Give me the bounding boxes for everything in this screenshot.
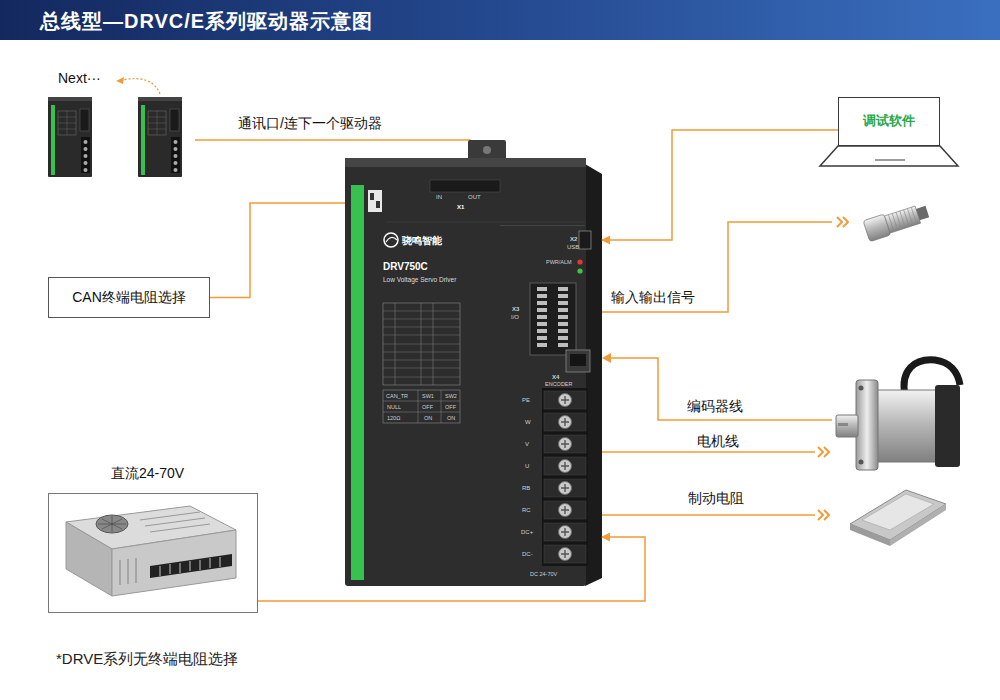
port-name: USB xyxy=(567,244,579,251)
title-bar xyxy=(0,0,1000,40)
servo-driver-drawing xyxy=(345,140,602,586)
footnote: *DRVE系列无终端电阻选择 xyxy=(56,651,238,668)
table-cell: ON xyxy=(447,415,455,421)
callout-text: 制动电阻 xyxy=(688,491,744,506)
port-name: X3 xyxy=(512,306,519,313)
next-driver xyxy=(138,97,182,177)
connector-line xyxy=(258,537,645,601)
laptop-touchpad xyxy=(875,160,905,161)
table-cell: OFF xyxy=(445,404,456,410)
laptop-base xyxy=(820,146,958,166)
callout-text: 输入输出信号 xyxy=(611,290,695,305)
port-name: ENCODER xyxy=(545,381,573,387)
brake-resistor xyxy=(850,490,946,546)
terminal-name: V xyxy=(525,441,529,448)
next-text: Next··· xyxy=(58,71,101,86)
software-screen: 调试软件 xyxy=(838,97,940,146)
connector-line xyxy=(602,130,838,240)
port-name: OUT xyxy=(468,194,481,201)
port-name: X4 xyxy=(552,374,559,381)
node-text: 调试软件 xyxy=(863,114,915,129)
port-name: IN xyxy=(436,194,442,201)
next-arrow-head xyxy=(116,77,124,84)
callout-text: 编码器线 xyxy=(687,399,743,414)
voltage-rating: DC 24-70V xyxy=(530,571,557,577)
brand-name: 骁鸣智能 xyxy=(402,235,442,246)
table-cell: 120Ω xyxy=(387,415,400,421)
port-name: X2 xyxy=(570,236,577,243)
terminal-name: RB xyxy=(522,485,530,492)
leader-lines xyxy=(602,217,848,520)
table-cell: SW1 xyxy=(422,393,434,399)
table-cell: CAN_TR xyxy=(386,393,408,399)
port-name: I/O xyxy=(511,314,519,321)
port-name: X1 xyxy=(457,204,464,211)
callout-text: 通讯口/连下一个驱动器 xyxy=(238,116,382,131)
node-text: Low Voltage Servo Driver xyxy=(383,276,456,283)
terminal-name: W xyxy=(525,419,531,426)
terminal-name: DC- xyxy=(522,551,533,558)
table-cell: ON xyxy=(424,415,432,421)
table-cell: NULL xyxy=(387,404,401,410)
callout-text: 电机线 xyxy=(697,434,739,449)
proximity-sensor xyxy=(863,201,931,242)
terminal-name: PE xyxy=(522,397,530,404)
power-supply-box: 直流24-70V xyxy=(48,493,258,613)
power-supply xyxy=(66,506,236,596)
table-cell: SW2 xyxy=(445,393,457,399)
servo-motor xyxy=(836,360,960,470)
terminal-name: DC+ xyxy=(521,529,533,536)
node-text: CAN终端电阻选择 xyxy=(72,289,186,305)
page-title: 总线型—DRVC/E系列驱动器示意图 xyxy=(40,8,373,35)
terminal-name: U xyxy=(525,463,529,470)
servo-driver: DRV750C Low Voltage Servo Driver xyxy=(345,158,602,586)
terminal-name: RC xyxy=(522,507,531,514)
next-driver xyxy=(48,97,92,177)
encoder-arrow-head xyxy=(602,353,611,363)
connector-line xyxy=(210,203,345,298)
next-arrow xyxy=(122,79,160,94)
indicator-name: PWR/ALM xyxy=(546,259,572,265)
node-text: DRV750C xyxy=(383,261,428,273)
node-text: 直流24-70V xyxy=(111,465,184,481)
can-resistor-box: CAN终端电阻选择 xyxy=(48,277,210,318)
table-cell: OFF xyxy=(422,404,433,410)
